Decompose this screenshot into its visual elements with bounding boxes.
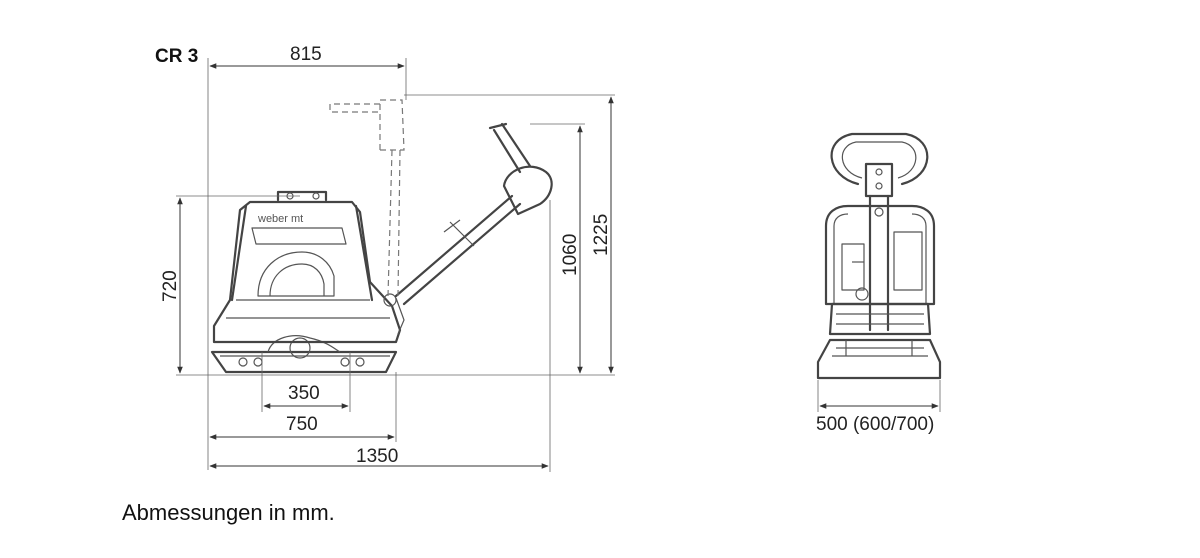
dim-350: 350 [288,383,320,404]
side-view-dimensions: 815 720 1060 1225 350 750 1350 [160,44,615,472]
dim-815: 815 [290,44,322,65]
side-view-machine: weber mt [210,99,553,374]
rear-view-machine [816,132,942,380]
footnote: Abmessungen in mm. [122,500,335,525]
dim-750: 750 [286,414,318,435]
dim-1350: 1350 [356,446,398,467]
dim-500-600-700: 500 (600/700) [816,414,934,435]
model-label: CR 3 [155,46,198,67]
dim-720: 720 [160,270,181,302]
dim-1060: 1060 [560,234,581,276]
dim-1225: 1225 [591,214,612,256]
rear-view-dimensions: 500 (600/700) [816,380,941,435]
brand-logo-text: weber mt [257,213,303,225]
